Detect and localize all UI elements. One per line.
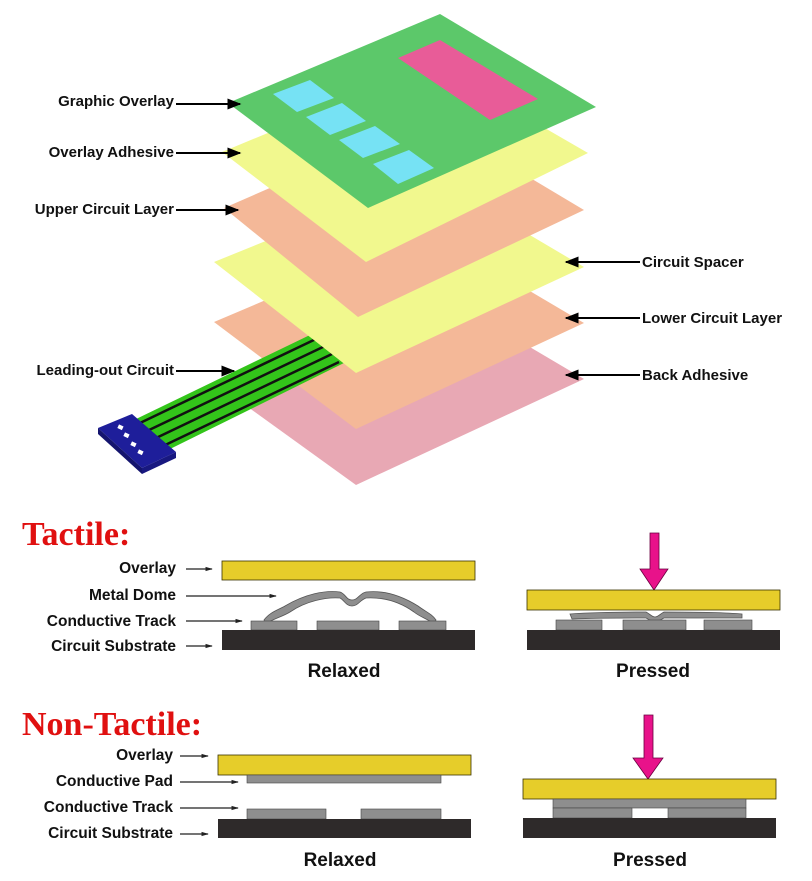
right-callouts: Circuit Spacer Lower Circuit Layer Back … — [564, 254, 782, 384]
conductive-track — [398, 620, 447, 631]
tactile-label-circuit-substrate: Circuit Substrate — [51, 638, 176, 655]
graphic-overlay-layer — [228, 14, 596, 208]
overlay — [217, 754, 472, 776]
label-graphic-overlay: Graphic Overlay — [58, 93, 175, 110]
key-3 — [339, 126, 400, 158]
overlay — [221, 560, 476, 581]
non-tactile-relaxed-diagram: Relaxed — [217, 754, 472, 871]
overlay — [522, 778, 777, 800]
non-tactile-pressed-diagram: Pressed — [522, 714, 777, 871]
tactile-labels: Overlay Metal Dome Conductive Track Circ… — [47, 560, 277, 655]
tactile-label-metal-dome: Metal Dome — [89, 587, 176, 604]
non-tactile-label-conductive-track: Conductive Track — [44, 799, 174, 816]
overlay — [526, 589, 781, 611]
non-tactile-heading: Non-Tactile: — [22, 706, 202, 743]
tactile-heading: Tactile: — [22, 516, 130, 553]
circuit-substrate — [218, 819, 471, 838]
key-2 — [306, 103, 366, 135]
conductive-pad — [246, 774, 442, 784]
label-lower-circuit-layer: Lower Circuit Layer — [642, 310, 782, 327]
connector — [98, 414, 176, 474]
key-4 — [373, 150, 434, 184]
circuit-substrate — [527, 630, 780, 650]
tactile-relaxed-diagram: Relaxed — [221, 560, 476, 682]
label-overlay-adhesive: Overlay Adhesive — [49, 144, 174, 161]
conductive-track — [250, 620, 298, 631]
label-leading-out-circuit: Leading-out Circuit — [37, 362, 175, 379]
circuit-substrate — [222, 630, 475, 650]
conductive-track — [667, 807, 747, 819]
press-arrow — [639, 532, 669, 591]
conductive-track — [622, 619, 687, 631]
leading-out-circuit-tail — [134, 334, 350, 450]
tactile-pressed-diagram: Pressed — [526, 532, 781, 682]
tactile-pressed-caption: Pressed — [616, 661, 690, 682]
non-tactile-labels: Overlay Conductive Pad Conductive Track … — [44, 747, 239, 842]
press-arrow — [632, 714, 664, 780]
conductive-track — [703, 619, 753, 631]
tactile-relaxed-caption: Relaxed — [308, 661, 381, 682]
non-tactile-label-conductive-pad: Conductive Pad — [56, 773, 173, 790]
conductive-track — [360, 808, 442, 820]
conductive-track — [555, 619, 603, 631]
tactile-label-conductive-track: Conductive Track — [47, 613, 177, 630]
non-tactile-relaxed-caption: Relaxed — [304, 850, 377, 871]
conductive-pad — [552, 798, 747, 809]
metal-dome — [263, 591, 437, 625]
label-circuit-spacer: Circuit Spacer — [642, 254, 744, 271]
conductive-track — [552, 807, 633, 819]
non-tactile-label-overlay: Overlay — [116, 747, 173, 764]
metal-dome-flattened — [569, 611, 743, 623]
label-back-adhesive: Back Adhesive — [642, 367, 748, 384]
label-upper-circuit-layer: Upper Circuit Layer — [35, 201, 174, 218]
layer-stack — [98, 14, 596, 485]
display-window — [398, 40, 538, 120]
circuit-substrate — [523, 818, 776, 838]
conductive-track — [316, 620, 380, 631]
tactile-label-overlay: Overlay — [119, 560, 176, 577]
conductive-track — [246, 808, 327, 820]
key-1 — [273, 80, 334, 112]
non-tactile-label-circuit-substrate: Circuit Substrate — [48, 825, 173, 842]
non-tactile-pressed-caption: Pressed — [613, 850, 687, 871]
left-callouts: Graphic Overlay Overlay Adhesive Upper C… — [35, 93, 242, 379]
